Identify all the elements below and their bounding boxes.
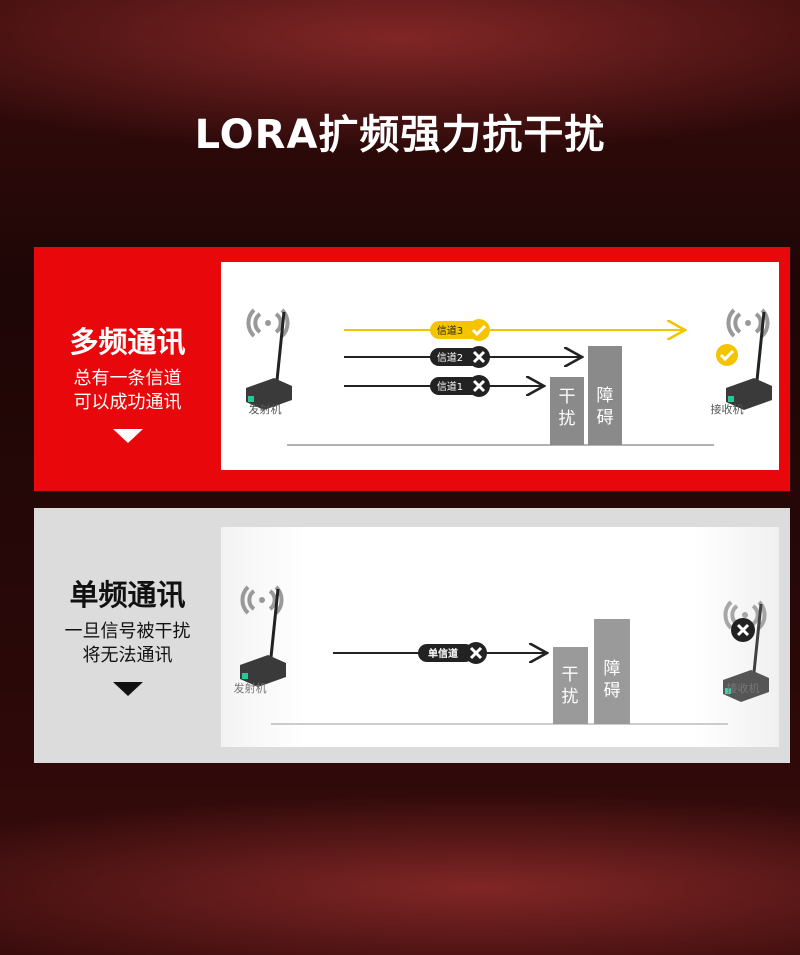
transmitter-icon [238, 585, 288, 689]
svg-text:信道1: 信道1 [437, 380, 463, 393]
svg-text:障: 障 [597, 386, 614, 406]
multi-diagram [221, 262, 779, 470]
single-diagram [221, 527, 779, 747]
svg-text:干: 干 [562, 665, 579, 685]
receiver-x-icon [731, 618, 755, 642]
single-line2: 将无法通讯 [82, 645, 173, 666]
channel-2-pill: 信道2 [430, 346, 490, 368]
multi-line1: 总有一条信道 [73, 368, 182, 389]
x-icon [472, 350, 486, 364]
triangle-down-icon [112, 682, 143, 696]
svg-text:干: 干 [559, 387, 576, 407]
svg-text:碍: 碍 [597, 408, 614, 428]
single-channel-pill: 单信道 [418, 642, 487, 664]
page-title: LORA扩频强力抗干扰 [194, 112, 606, 158]
interference-bar: 干扰 [553, 647, 588, 724]
obstacle-bar: 障碍 [594, 619, 630, 724]
receiver-check-icon [716, 344, 738, 366]
single-frequency-text: 单频通讯 一旦信号被干扰 将无法通讯 [34, 572, 221, 696]
svg-text:扰: 扰 [562, 687, 579, 707]
channel-3-pill: 信道3 [430, 319, 490, 341]
receiver-label: 接收机 [711, 402, 744, 416]
svg-text:扰: 扰 [559, 409, 576, 429]
receiver-label: 接收机 [727, 681, 760, 695]
triangle-down-icon [112, 429, 143, 443]
interference-bar: 干扰 [550, 377, 584, 445]
multi-frequency-panel: 多频通讯 总有一条信道 可以成功通讯 [34, 247, 790, 491]
x-icon [469, 646, 483, 660]
svg-text:信道2: 信道2 [437, 351, 463, 364]
multi-frequency-text: 多频通讯 总有一条信道 可以成功通讯 [34, 319, 221, 443]
channel-1-pill: 信道1 [430, 375, 490, 397]
transmitter-icon [244, 308, 294, 412]
svg-text:信道3: 信道3 [437, 324, 463, 337]
obstacle-bar: 障碍 [588, 346, 622, 445]
transmitter-label: 发射机 [249, 402, 282, 416]
multi-heading: 多频通讯 [69, 325, 186, 359]
x-icon [472, 379, 486, 393]
single-heading: 单频通讯 [69, 578, 186, 612]
multi-line2: 可以成功通讯 [73, 392, 182, 413]
transmitter-label: 发射机 [234, 681, 267, 695]
svg-text:碍: 碍 [604, 681, 621, 701]
single-line1: 一旦信号被干扰 [64, 621, 191, 642]
svg-text:单信道: 单信道 [428, 647, 458, 660]
check-icon [471, 324, 487, 337]
svg-text:障: 障 [604, 659, 621, 679]
single-frequency-panel: 单频通讯 一旦信号被干扰 将无法通讯 [34, 508, 790, 763]
